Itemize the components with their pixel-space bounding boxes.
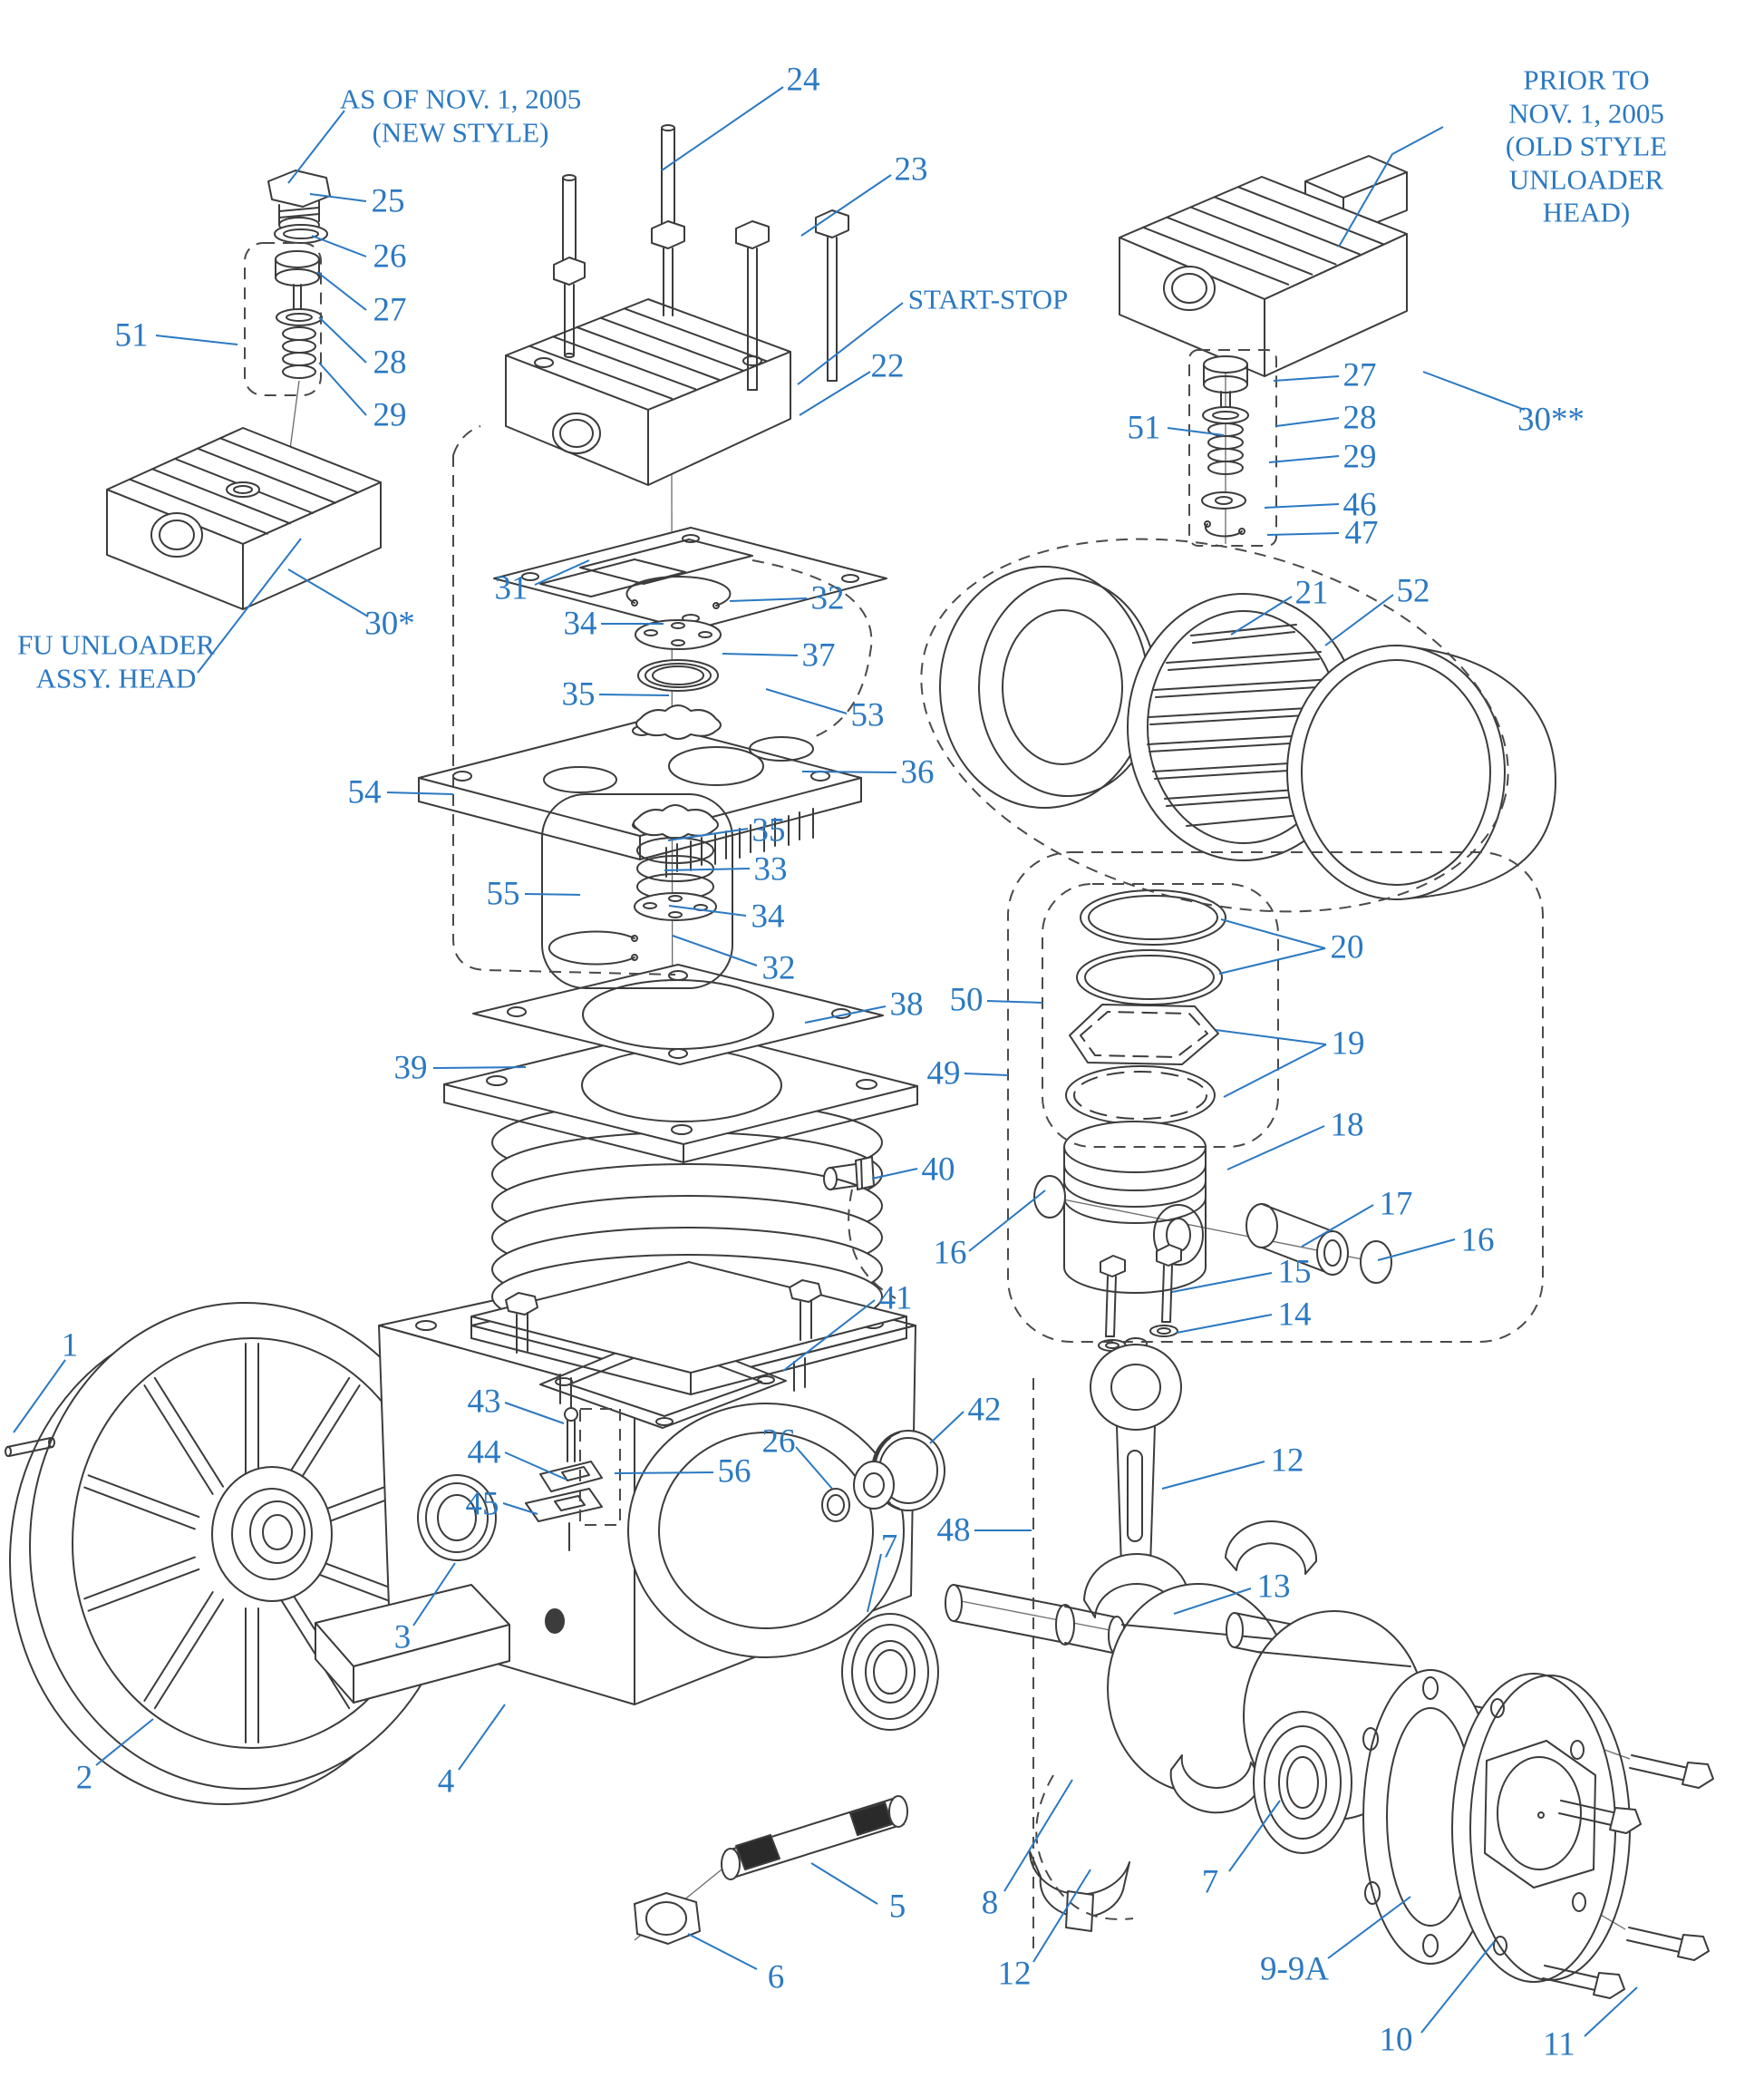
part-callout-24: 24 (786, 61, 820, 99)
connecting-rod-drawing (1083, 1244, 1191, 1620)
note-new-style: AS OF NOV. 1, 2005 (NEW STYLE) (339, 83, 582, 148)
part-callout-28b: 28 (1342, 399, 1377, 437)
note-fu-unloader: FU UNLOADER ASSY. HEAD (17, 628, 215, 694)
part-callout-25: 25 (371, 182, 405, 220)
head-bolts-drawing (553, 124, 849, 391)
valve-plate-drawing (418, 720, 862, 878)
part-callout-48: 48 (936, 1511, 971, 1549)
part-callout-30b: 30** (1517, 401, 1585, 439)
head-gasket-drawing (472, 964, 884, 1065)
part-callout-12a: 12 (1270, 1442, 1304, 1480)
part-callout-16a: 16 (933, 1234, 967, 1272)
part-callout-45: 45 (465, 1485, 499, 1523)
shaft-key-drawing (5, 1437, 55, 1457)
ball-bearing-left-drawing (841, 1613, 939, 1731)
part-callout-19: 19 (1331, 1024, 1365, 1063)
part-callout-5: 5 (888, 1888, 906, 1926)
part-callout-8: 8 (981, 1884, 999, 1922)
part-callout-31: 31 (494, 569, 528, 607)
part-callout-2: 2 (75, 1759, 93, 1797)
part-callout-7a: 7 (880, 1528, 898, 1566)
bearing-plate-drawing (1451, 1673, 1631, 1983)
part-callout-29a: 29 (373, 396, 407, 434)
part-callout-3: 3 (393, 1618, 412, 1656)
part-callout-51a: 51 (114, 316, 149, 354)
part-callout-4: 4 (437, 1762, 455, 1801)
part-callout-32a: 32 (810, 579, 845, 617)
part-callout-38: 38 (889, 986, 924, 1024)
part-callout-49: 49 (926, 1054, 961, 1092)
part-callout-28a: 28 (373, 344, 407, 382)
part-callout-56: 56 (717, 1452, 751, 1491)
part-callout-26a: 26 (373, 238, 407, 276)
plate-bolts-drawing (1542, 1754, 1714, 1999)
part-callout-35b: 35 (751, 811, 786, 850)
part-callout-36: 36 (900, 753, 935, 791)
part-callout-20: 20 (1330, 928, 1364, 966)
part-callout-12b: 12 (997, 1955, 1032, 1993)
unloader-tube-fitting-drawing (823, 1156, 875, 1190)
part-callout-11: 11 (1543, 2025, 1575, 2063)
part-callout-21: 21 (1294, 574, 1329, 612)
part-callout-51b: 51 (1127, 409, 1161, 447)
valve-gasket-drawing (493, 527, 887, 631)
part-callout-54: 54 (347, 773, 382, 811)
part-callout-15: 15 (1277, 1253, 1312, 1291)
part-callout-34a: 34 (563, 605, 597, 643)
part-callout-33: 33 (753, 850, 788, 888)
part-callout-23: 23 (894, 151, 928, 189)
right-unloader-head-drawing (1119, 155, 1408, 377)
part-callout-40: 40 (921, 1151, 955, 1189)
leader-lines (13, 86, 1638, 2037)
part-callout-27a: 27 (373, 291, 407, 329)
part-callout-42: 42 (967, 1391, 1002, 1429)
part-callout-6: 6 (767, 1958, 785, 1996)
upper-valve-stack-drawing (625, 576, 732, 740)
part-callout-27b: 27 (1342, 356, 1377, 394)
center-head-drawing (505, 298, 791, 486)
part-callout-9-9a: 9-9A (1259, 1950, 1330, 1988)
part-callout-18: 18 (1330, 1106, 1364, 1144)
part-callout-55: 55 (486, 875, 520, 913)
part-callout-50: 50 (949, 981, 984, 1019)
shaft-seal-drawing (417, 1474, 497, 1561)
note-start-stop: START-STOP (907, 283, 1069, 316)
part-callout-44: 44 (467, 1433, 501, 1471)
part-callout-47: 47 (1344, 514, 1379, 552)
part-callout-13: 13 (1256, 1568, 1291, 1606)
cylinder-drawing (470, 1100, 907, 1408)
breather-plug-drawing (821, 1430, 945, 1522)
oil-tube-drawing (634, 1795, 908, 1945)
air-filter-drawing (939, 566, 1556, 900)
part-callout-22: 22 (870, 347, 905, 385)
left-unloader-head-drawing (106, 427, 382, 610)
dashed-group-outlines (244, 242, 1544, 1954)
part-callout-29b: 29 (1342, 438, 1377, 476)
part-callout-30a: 30* (364, 605, 415, 643)
part-callout-52: 52 (1396, 572, 1430, 610)
ball-bearing-right-drawing (1253, 1711, 1352, 1854)
part-callout-1: 1 (61, 1326, 79, 1364)
dipstick-parts-drawing (525, 1407, 603, 1551)
part-callout-32b: 32 (761, 949, 796, 987)
part-callout-41: 41 (878, 1279, 913, 1317)
part-callout-53: 53 (850, 696, 885, 734)
note-old-style: PRIOR TO NOV. 1, 2005 (OLD STYLE UNLOADE… (1505, 63, 1668, 228)
part-callout-14: 14 (1277, 1296, 1312, 1334)
part-callout-26b: 26 (761, 1423, 796, 1461)
part-callout-7b: 7 (1201, 1863, 1219, 1901)
part-callout-34b: 34 (751, 898, 785, 936)
part-callout-10: 10 (1379, 2021, 1413, 2059)
part-callout-17: 17 (1379, 1185, 1413, 1223)
part-callout-39: 39 (393, 1049, 428, 1087)
part-callout-16b: 16 (1460, 1221, 1495, 1259)
left-valve-parts-drawing (267, 170, 331, 379)
part-callout-46: 46 (1342, 486, 1377, 524)
part-callout-35a: 35 (561, 675, 596, 714)
part-callout-37: 37 (801, 636, 836, 675)
lower-valve-stack-drawing (541, 793, 733, 989)
part-callout-43: 43 (467, 1383, 501, 1421)
right-valve-parts-drawing (1201, 355, 1249, 538)
